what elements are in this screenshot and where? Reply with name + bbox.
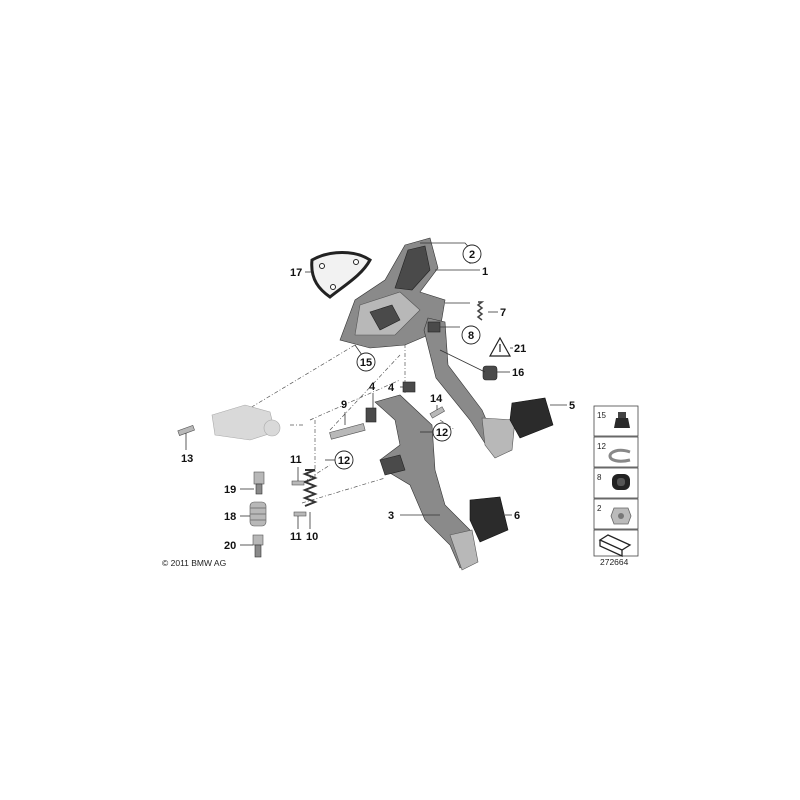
label-4a: 4 <box>369 381 376 393</box>
bushing-4b-part <box>402 381 416 393</box>
label-21: 21 <box>514 343 526 355</box>
legend-number-8: 8 <box>597 473 602 482</box>
spring-7-part <box>476 301 485 321</box>
label-14: 14 <box>430 393 443 405</box>
label-11b: 11 <box>290 531 302 543</box>
nut-icon <box>610 507 632 525</box>
pedal-bracket-part <box>339 237 446 349</box>
spring-10-part <box>302 469 318 507</box>
screw-19-part <box>253 471 265 495</box>
label-15: 15 <box>360 357 372 369</box>
legend-number-12: 12 <box>597 442 606 451</box>
label-12b: 12 <box>338 455 350 467</box>
label-8-ring <box>461 325 481 345</box>
copyright-text: © 2011 BMW AG <box>162 558 226 568</box>
label-20: 20 <box>224 540 236 552</box>
part-labels: 2 1 17 7 8 21 16 15 5 4 4 9 14 12 12 11 … <box>181 244 575 552</box>
leader-lines <box>185 242 567 546</box>
legend-box-kit <box>593 529 639 557</box>
label-16: 16 <box>512 367 524 379</box>
kit-arrow-icon <box>598 534 632 558</box>
label-12a: 12 <box>436 427 448 439</box>
label-13: 13 <box>181 453 193 465</box>
clutch-pedal-part <box>374 394 479 571</box>
pin-9-part <box>329 423 366 440</box>
pin-11b-part <box>293 511 307 517</box>
bushing-8-part <box>427 321 441 333</box>
legend-number-2: 2 <box>597 504 602 513</box>
label-10: 10 <box>306 531 318 543</box>
pin-13-part <box>177 424 195 436</box>
label-1: 1 <box>482 266 488 278</box>
master-cylinder-ghost <box>211 404 281 441</box>
label-17: 17 <box>290 267 302 279</box>
legend-number-15: 15 <box>597 411 606 420</box>
label-3: 3 <box>388 510 394 522</box>
screw-20-part <box>252 534 264 558</box>
drawing-number: 272664 <box>600 557 629 567</box>
buffer-16-part <box>482 365 498 381</box>
label-4b: 4 <box>388 382 395 394</box>
label-7: 7 <box>500 307 506 319</box>
label-19: 19 <box>224 484 236 496</box>
label-9: 9 <box>341 399 347 411</box>
gasket-part <box>310 251 372 299</box>
label-8: 8 <box>468 330 474 342</box>
label-2-ring <box>462 244 482 264</box>
esd-warning-icon <box>488 336 512 357</box>
grommet-icon <box>614 412 630 428</box>
label-12b-ring <box>334 450 354 470</box>
pin-11a-part <box>291 480 305 486</box>
pin-14-part <box>429 406 445 419</box>
spring-18-part <box>249 501 267 527</box>
parts-legend: 15 12 8 2 <box>593 405 639 558</box>
bushing-4-part <box>365 407 377 423</box>
label-15-ring <box>356 352 376 372</box>
label-12a-ring <box>432 422 452 442</box>
brake-pad-part <box>509 397 554 439</box>
label-11a: 11 <box>290 454 302 466</box>
label-2: 2 <box>469 249 475 261</box>
clip-icon <box>608 448 631 463</box>
bushing-icon <box>612 474 630 490</box>
label-5: 5 <box>569 400 575 412</box>
label-6: 6 <box>514 510 520 522</box>
clutch-pad-part <box>469 496 509 543</box>
label-18: 18 <box>224 511 236 523</box>
